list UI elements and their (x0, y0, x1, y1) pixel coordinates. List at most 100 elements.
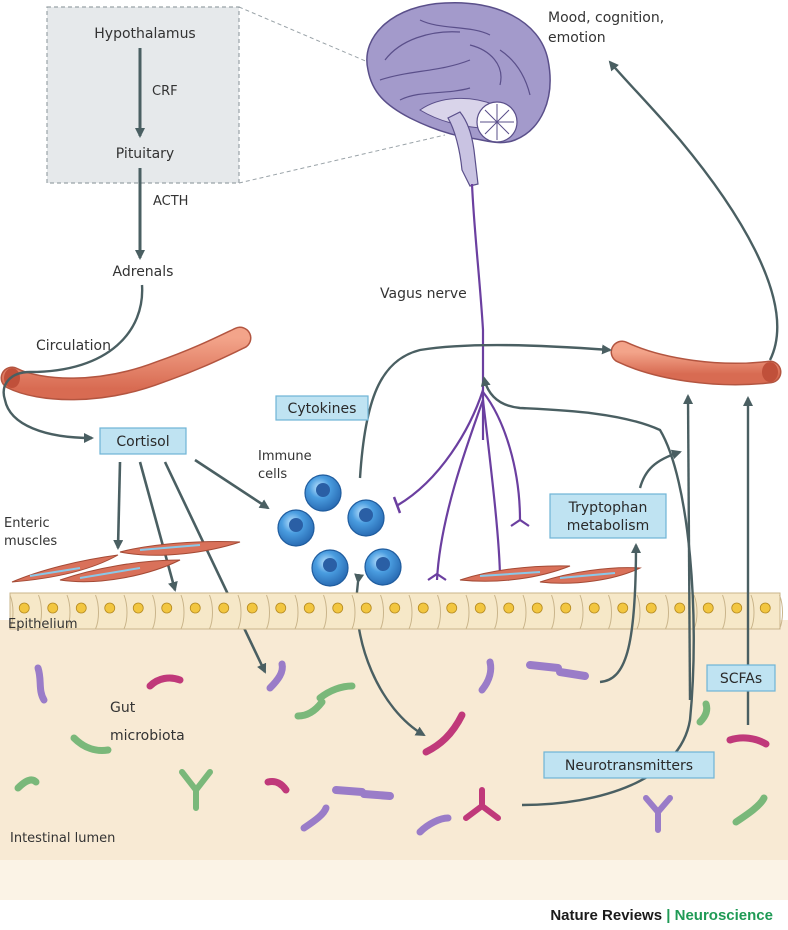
epithelium-cell-nucleus (161, 602, 173, 614)
epithelium-cell-border (152, 594, 156, 630)
hpa-axis-box (46, 6, 240, 184)
epithelium-layer (9, 592, 783, 630)
epithelium-cell-nucleus (189, 602, 201, 614)
epithelium-cell-nucleus (759, 602, 771, 614)
epithelium-cell-border (294, 594, 299, 630)
epithelium-cell-nucleus (246, 602, 258, 614)
enteric-muscles-label-line2: muscles (4, 534, 57, 549)
mood-label-line1: Mood, cognition, (548, 10, 664, 26)
enteric-muscles-label-line1: Enteric (4, 516, 50, 531)
epithelium-cell-nucleus (303, 602, 315, 614)
journal-credit: Nature Reviews | Neuroscience (550, 907, 773, 924)
adrenals-label: Adrenals (113, 264, 174, 280)
tryptophan-label-line1: Tryptophan (568, 500, 648, 516)
immune-cells-label-line2: cells (258, 467, 287, 482)
epithelium-cell-border (779, 594, 783, 630)
scfas-box (706, 664, 776, 692)
vagus-nerve-label: Vagus nerve (380, 286, 467, 302)
epithelium-cell-nucleus (560, 602, 572, 614)
epithelium-cell-border (665, 594, 669, 630)
epithelium-cell-border (209, 594, 213, 630)
epithelium-cell-nucleus (617, 602, 629, 614)
epithelium-cell-border (494, 594, 498, 630)
arrow-circulation-mood (608, 60, 779, 361)
vagus-nerve (392, 183, 530, 581)
epithelium-cell-nucleus (132, 602, 144, 614)
cortisol-arrows (113, 458, 270, 674)
epithelium-cell-nucleus (731, 602, 743, 614)
epithelium-cell-nucleus (47, 602, 59, 614)
acth-label: ACTH (153, 194, 188, 209)
epithelium-cell-nucleus (218, 602, 230, 614)
mood-label-line2: emotion (548, 30, 606, 46)
crf-label: CRF (152, 84, 178, 99)
circulation-vessel-right (610, 340, 782, 386)
journal-name: Nature Reviews (550, 907, 662, 924)
epithelium-cell-nucleus (531, 602, 543, 614)
brain-callout-line-bottom (238, 134, 446, 184)
epithelium-cell-border (38, 594, 42, 630)
epithelium-cell-border (522, 594, 527, 630)
epithelium-cell-border (551, 594, 555, 630)
epithelium-cell-nucleus (474, 602, 486, 614)
epithelium-cell-nucleus (104, 602, 116, 614)
epithelium-cell-border (266, 594, 270, 630)
neurotransmitters-label: Neurotransmitters (565, 758, 693, 774)
intestinal-lumen-label: Intestinal lumen (10, 831, 115, 846)
immune-cells-label-line1: Immune (258, 449, 312, 464)
epithelium-cell-nucleus (503, 602, 515, 614)
cytokines-label: Cytokines (288, 401, 357, 417)
epithelium-cell-border (180, 594, 185, 630)
arrow-adrenals-circulation (2, 284, 144, 443)
epithelium-cell-nucleus (446, 602, 458, 614)
epithelium-cell-border (95, 594, 99, 630)
cortisol-box (99, 427, 187, 455)
arrow-neurotransmitters-circulation (683, 394, 694, 701)
epithelium-cell-nucleus (332, 602, 344, 614)
scfas-label: SCFAs (720, 671, 762, 687)
epithelium-cell-nucleus (417, 602, 429, 614)
journal-separator: | (662, 907, 675, 924)
epithelium-cell-nucleus (674, 602, 686, 614)
epithelium-cell-border (123, 594, 128, 630)
journal-section: Neuroscience (675, 907, 773, 924)
tryptophan-box (549, 493, 667, 539)
pituitary-label: Pituitary (116, 146, 174, 162)
gut-microbes (14, 658, 770, 836)
epithelium-cell-border (437, 594, 441, 630)
epithelium-cell-border (465, 594, 470, 630)
hypothalamus-label: Hypothalamus (94, 26, 195, 42)
epithelium-cell-nucleus (588, 602, 600, 614)
epithelium-cell-nucleus (18, 602, 30, 614)
circulation-vessel-left (0, 326, 252, 401)
gut-microbiota-label-line1: Gut (110, 700, 136, 716)
enteric-muscle-cells (11, 540, 642, 584)
epithelium-cell-border (750, 594, 755, 630)
epithelium-cell-border (408, 594, 413, 630)
epithelium-cell-nucleus (75, 602, 87, 614)
epithelium-cell-border (66, 594, 71, 630)
epithelium-cell-nucleus (645, 602, 657, 614)
tryptophan-label-line2: metabolism (567, 518, 649, 534)
cytokines-box (275, 395, 369, 421)
epithelium-cell-border (380, 594, 384, 630)
neurotransmitters-box (543, 751, 715, 779)
epithelium-label: Epithelium (8, 617, 78, 632)
arrow-tryptophan-circulation (638, 449, 682, 489)
gut-microbiota-label-line2: microbiota (110, 728, 185, 744)
epithelium-cell-nucleus (275, 602, 287, 614)
epithelium-cell-border (323, 594, 327, 630)
epithelium-cell-border (579, 594, 584, 630)
epithelium-cell-border (636, 594, 641, 630)
epithelium-cell-nucleus (389, 602, 401, 614)
circulation-label: Circulation (36, 338, 111, 354)
brain-illustration (366, 1, 551, 187)
epithelium-cell-border (351, 594, 356, 630)
epithelium-cell-border (722, 594, 726, 630)
epithelium-cell-nucleus (702, 602, 714, 614)
epithelium-cell-border (608, 594, 612, 630)
immune-cells (277, 474, 402, 587)
epithelium-cell-border (9, 594, 14, 630)
epithelium-cell-border (237, 594, 242, 630)
